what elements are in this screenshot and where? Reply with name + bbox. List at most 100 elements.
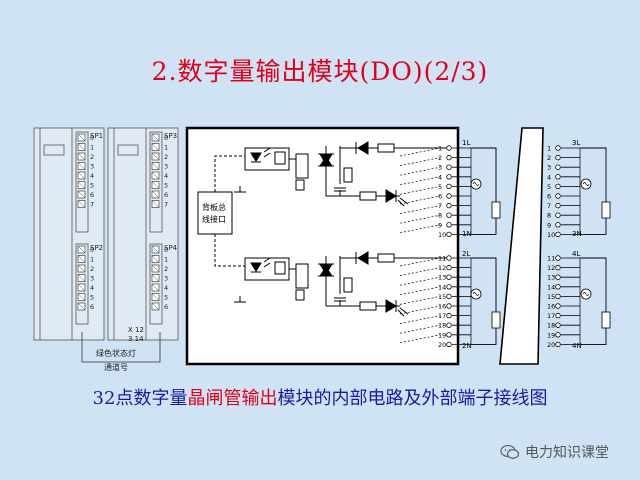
channel-number: 7 [90,201,94,209]
led-cell-mark [151,152,160,161]
sp3-label: SP3 [164,132,177,140]
terminal-pin [446,322,452,328]
channel-number: 4 [90,172,94,180]
module-panel-2 [107,127,179,341]
terminal-number: 12 [438,264,446,272]
terminal-pin [555,202,561,209]
channel-number: 1 [90,144,94,152]
light-arrow [263,152,271,158]
led-column-2 [75,243,89,325]
output-channels [234,141,441,344]
light-arrow [263,262,271,268]
terminal-pin [555,231,561,238]
led-cell-mark [151,143,160,151]
terminal-number: 3 [438,164,442,172]
terminal-pin [555,222,561,228]
light-arrow [397,199,405,207]
terminal-number: 3 [547,164,551,172]
dashed-lead [399,267,441,276]
terminal-number: 20 [547,341,555,349]
terminal-pin [446,212,452,218]
bottom-label-2: 3 14 [128,335,144,343]
led-cell-mark [151,133,160,142]
terminal-pin [446,154,452,161]
terminal-pin [555,284,561,290]
terminal-pin [446,264,452,271]
dashed-lead [399,205,441,214]
light-arrow [397,309,405,317]
watermark-text: 电力知识课堂 [525,445,609,461]
terminal-number: 18 [438,322,446,330]
terminal-pin [446,183,452,190]
load-resistor [491,201,501,219]
terminal-number: 10 [547,231,555,239]
terminal-number: 19 [547,331,555,339]
terminal-pin [555,332,561,338]
terminal-pin [446,231,452,238]
terminal-number: 14 [547,283,555,291]
terminal-number: 4 [438,173,442,181]
terminal-pin [555,212,561,218]
driver-block [295,153,309,179]
led-column-3 [149,131,163,233]
led-cell-mark [151,293,160,301]
led-cell-mark [77,245,86,254]
terminal-pin [446,274,452,280]
module-panel-1 [33,127,105,341]
led-cell-mark [77,162,86,170]
dashed-lead [399,224,441,234]
terminal-pin [555,264,561,271]
led-cells [77,133,160,311]
resistor [343,167,353,183]
terminal-number: 13 [547,274,555,282]
tb2-common-bottom: 4L [572,250,580,258]
terminal-number: 9 [438,221,442,229]
led-cell-mark [77,283,86,292]
caption-part-1: 32点数字量 [92,388,188,409]
terminal-pin [446,174,452,180]
indicator-led [385,189,397,203]
terminal-pin [555,293,561,300]
supply-loop [580,257,607,345]
supply-loop [580,147,607,235]
led-cell-mark [77,181,86,189]
channel-number: 0 [164,134,168,142]
channel-number: 2 [164,265,168,273]
terminal-number: 7 [547,202,551,210]
output-channel [234,141,441,234]
terminal-pin [446,332,452,338]
terminal-number: 4 [547,173,551,181]
bus-interface-box [197,191,233,235]
figure-caption: 32点数字量晶闸管输出模块的内部电路及外部端子接线图 [0,384,640,410]
led-cell-mark [77,302,86,311]
channel-number: 0 [164,246,168,254]
dashed-lead [399,324,441,334]
indicator-led [385,299,397,313]
dashed-lead [399,286,441,296]
terminal-number: 6 [438,193,442,201]
terminal-number: 9 [547,221,551,229]
led-cell-mark [77,143,86,151]
load-resistor [491,311,501,329]
ac-wave [472,182,480,186]
tb2-neutral-bottom: 4N [572,342,582,350]
terminal-pin [446,312,452,319]
terminal-number: 15 [547,293,555,301]
caption-part-2: 模块的内部电路及外部端子接线图 [277,388,548,409]
led-cell-mark [151,255,160,263]
rail-resistor [377,143,395,153]
tb2-common-top: 3L [572,139,580,147]
led-cell-mark [77,293,86,301]
terminal-number: 15 [438,293,446,301]
led-cell-mark [77,200,86,208]
left-module-labels: SP1 SP2 SP3 SP4 X 12 3 14 绿色状态灯 通道号 [90,132,178,372]
terminal-number: 8 [438,212,442,220]
sp2-label: SP2 [90,244,103,252]
ac-wave [582,182,590,186]
channel-number: 6 [164,191,168,199]
left-module [33,127,179,363]
led-cell-mark [77,264,86,273]
terminal-number: 20 [438,341,446,349]
channel-number: 2 [90,153,94,161]
